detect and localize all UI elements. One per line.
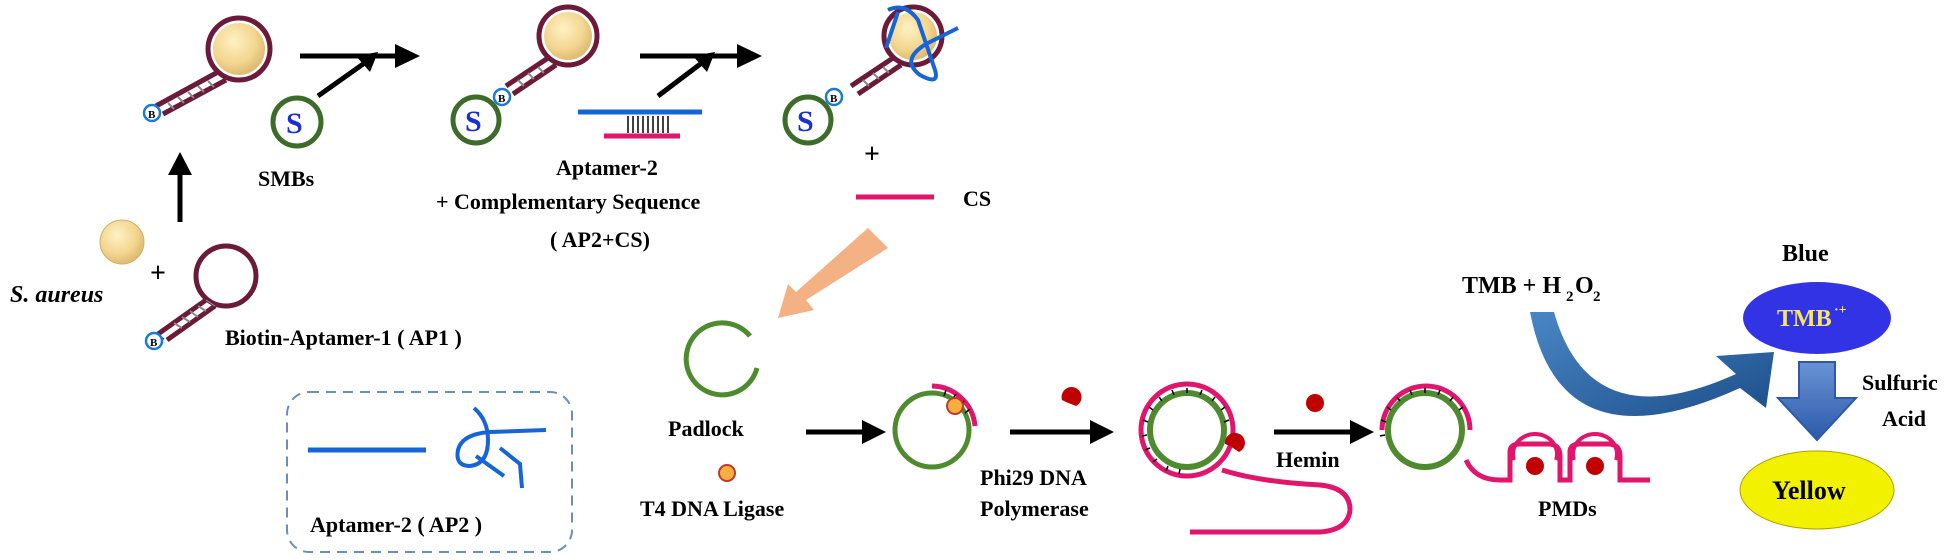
phi29-line1: Phi29 DNA xyxy=(980,465,1087,490)
cs-label: CS xyxy=(963,186,991,211)
arrow-phi29 xyxy=(1010,387,1114,444)
complex-aptamer1-smb: S B xyxy=(450,4,600,146)
smb-bead-1: S xyxy=(270,95,324,149)
tmb-h2o2-label: TMB + H 2 O 2 xyxy=(1462,273,1601,305)
yellow-ellipse: Yellow xyxy=(1739,450,1895,530)
smbs-label: SMBs xyxy=(258,166,315,191)
svg-text:Yellow: Yellow xyxy=(1772,476,1846,505)
padlock-label: Padlock xyxy=(668,416,745,441)
ligated-padlock xyxy=(892,383,978,470)
rca-product xyxy=(1138,381,1353,535)
phi29-line2: Polymerase xyxy=(980,496,1089,521)
ligase-dot xyxy=(718,464,736,482)
aptamer2-legend-label: Aptamer-2 ( AP2 ) xyxy=(310,512,482,537)
biotin-aptamer-1-lower xyxy=(155,243,259,347)
plus-sign-1: + xyxy=(150,258,166,289)
arrow-hemin xyxy=(1274,394,1374,444)
svg-text:B: B xyxy=(148,109,156,121)
s-aureus-bead xyxy=(99,219,145,265)
svg-text:B: B xyxy=(830,93,838,105)
svg-text:S: S xyxy=(797,105,814,138)
svg-text:TMB: TMB xyxy=(1777,306,1832,332)
svg-text:TMB + H: TMB + H xyxy=(1462,273,1561,299)
down-arrow xyxy=(1775,361,1859,442)
svg-text:2: 2 xyxy=(1593,289,1601,305)
aptamer2-cs-line2: + Complementary Sequence xyxy=(436,189,701,214)
complex-ap2-bound: S B xyxy=(782,4,959,146)
reaction-arrow-1 xyxy=(300,44,420,99)
svg-text:2: 2 xyxy=(1566,289,1574,305)
sulfuric-label-2: Acid xyxy=(1882,406,1926,431)
svg-text:S: S xyxy=(286,107,303,140)
arrow-ligation xyxy=(806,420,886,444)
biotin-badge-lower: B xyxy=(144,331,164,351)
tmb-radical-ellipse: TMB ·+ xyxy=(1743,282,1891,354)
svg-text:S: S xyxy=(465,105,482,138)
svg-text:B: B xyxy=(498,93,506,105)
pmd-product xyxy=(1379,383,1650,483)
curved-arrow xyxy=(1530,312,1774,417)
aptamer-1-with-bacteria-top xyxy=(154,15,273,117)
aptamer2-legend-box xyxy=(286,391,573,553)
svg-text:B: B xyxy=(150,337,158,349)
hemin-label: Hemin xyxy=(1276,447,1340,472)
orange-arrow xyxy=(778,228,888,318)
padlock-circle xyxy=(683,320,760,398)
t4-ligase-label: T4 DNA Ligase xyxy=(640,496,784,521)
up-arrow xyxy=(168,152,192,222)
sulfuric-label-1: Sulfuric xyxy=(1862,370,1938,395)
pmds-label: PMDs xyxy=(1538,496,1597,521)
aptamer2-cs-line1: Aptamer-2 xyxy=(556,155,658,180)
svg-text:O: O xyxy=(1575,273,1594,299)
s-aureus-label: S. aureus xyxy=(10,282,103,308)
aptamer2-cs-line3: ( AP2+CS) xyxy=(550,227,650,252)
reaction-arrow-2 xyxy=(640,44,762,98)
plus-sign-2: + xyxy=(864,139,880,170)
biotin-badge-top: B xyxy=(142,103,162,123)
svg-text:·+: ·+ xyxy=(1834,303,1847,318)
blue-label: Blue xyxy=(1782,241,1829,267)
biotin-aptamer-1-label: Biotin-Aptamer-1 ( AP1 ) xyxy=(225,325,462,350)
ap2-cs-duplex xyxy=(578,109,702,139)
